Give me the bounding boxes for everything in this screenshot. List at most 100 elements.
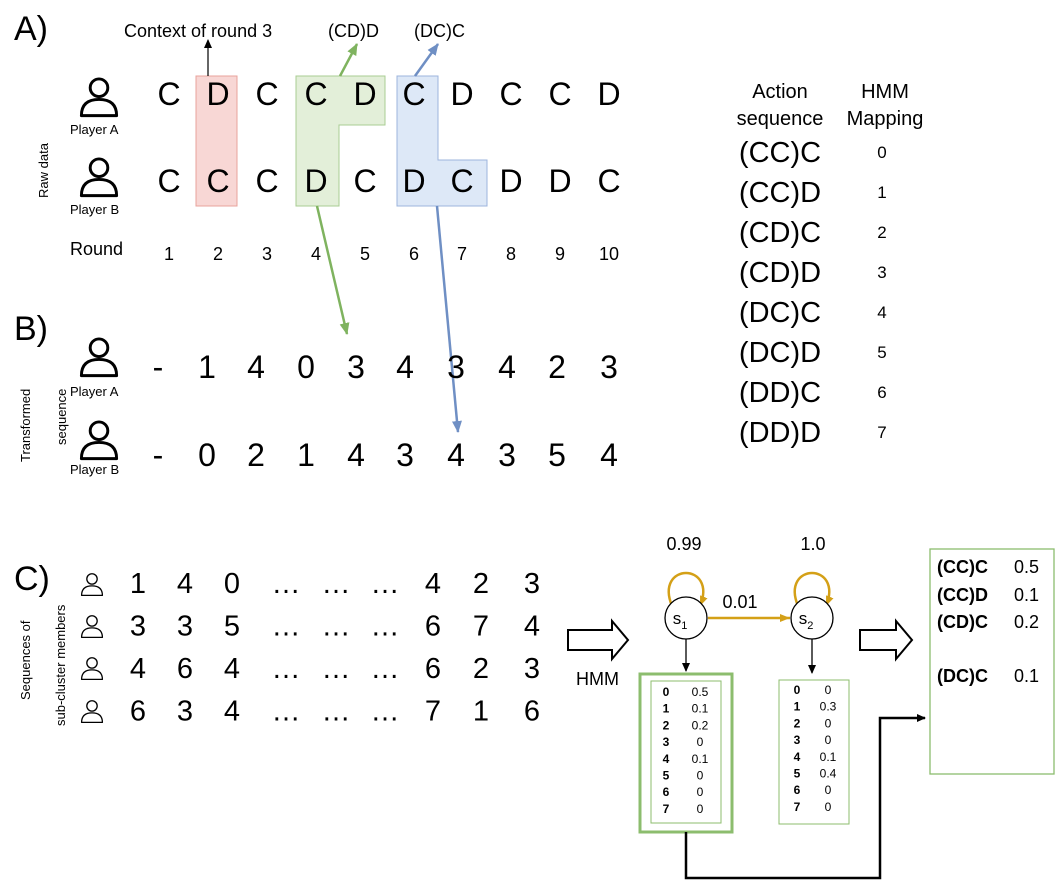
panel-a: A) Context of round 3 (CD)D (DC)C Raw da… bbox=[14, 10, 621, 433]
panel-c-label: C) bbox=[14, 560, 50, 598]
transformed-value-a: 1 bbox=[198, 349, 216, 385]
mapping-index: 3 bbox=[877, 263, 886, 282]
panel-b-label: B) bbox=[14, 310, 48, 348]
sequence-value: … bbox=[322, 568, 351, 600]
member-icon bbox=[80, 656, 104, 681]
cd-d-arrow bbox=[338, 43, 359, 77]
mapping-index: 4 bbox=[877, 303, 886, 322]
transformed-value-b: 0 bbox=[198, 437, 216, 473]
sequence-value: 6 bbox=[130, 696, 146, 728]
raw-action-b: D bbox=[304, 163, 327, 199]
emission-prob: 0 bbox=[825, 800, 832, 814]
sequence-value: … bbox=[322, 696, 351, 728]
result-box bbox=[929, 548, 1055, 775]
emission-prob: 0 bbox=[697, 735, 704, 749]
sequence-value: … bbox=[322, 653, 351, 685]
header-hmm-line1: HMM bbox=[861, 81, 909, 103]
emission-prob: 0 bbox=[825, 683, 832, 697]
raw-action-b: C bbox=[206, 163, 229, 199]
round-number: 4 bbox=[311, 244, 321, 264]
raw-action-a: C bbox=[255, 76, 278, 112]
sequences-label-line2: sub-cluster members bbox=[53, 604, 68, 726]
cd-d-annotation: (CD)D bbox=[328, 21, 379, 41]
emission-state: 5 bbox=[663, 769, 670, 783]
sequence-value: 6 bbox=[425, 653, 441, 685]
s2-self-loop bbox=[793, 571, 834, 607]
sequence-value: 6 bbox=[425, 611, 441, 643]
emission-prob: 0.5 bbox=[692, 685, 709, 699]
player-a-icon bbox=[79, 77, 119, 118]
state-s2 bbox=[790, 596, 834, 640]
emission-prob: 0.4 bbox=[820, 767, 837, 781]
emission-prob: 0.1 bbox=[820, 750, 837, 764]
blue-map-arrow bbox=[435, 205, 462, 433]
emission-box-s1-inner bbox=[650, 680, 722, 824]
transformed-label-line2: sequence bbox=[54, 389, 69, 445]
player-a-label-b: Player A bbox=[70, 384, 119, 399]
transformed-label-line1: Transformed bbox=[18, 389, 33, 462]
raw-action-a: C bbox=[402, 76, 425, 112]
sequence-value: 1 bbox=[130, 568, 146, 600]
result-prob: 0.1 bbox=[1014, 666, 1039, 686]
sequence-value: 4 bbox=[524, 611, 540, 643]
dc-c-highlight-box bbox=[396, 75, 488, 207]
mapping-index: 0 bbox=[877, 143, 886, 162]
result-prob: 0.2 bbox=[1014, 612, 1039, 632]
raw-action-a: C bbox=[157, 76, 180, 112]
transformed-value-b: 4 bbox=[600, 437, 618, 473]
sequence-value: 3 bbox=[177, 696, 193, 728]
header-action-line1: Action bbox=[752, 81, 808, 103]
emission-prob: 0.2 bbox=[692, 718, 709, 732]
raw-action-a: D bbox=[353, 76, 376, 112]
transformed-value-a: 4 bbox=[247, 349, 265, 385]
hmm-label: HMM bbox=[576, 669, 619, 689]
sequence-value: 5 bbox=[224, 611, 240, 643]
transformed-value-b: 3 bbox=[396, 437, 414, 473]
raw-action-a: D bbox=[597, 76, 620, 112]
transformed-value-b: 4 bbox=[347, 437, 365, 473]
sequence-value: 4 bbox=[224, 696, 240, 728]
round-number: 3 bbox=[262, 244, 272, 264]
emission-state: 0 bbox=[663, 685, 670, 699]
emission-state: 6 bbox=[794, 783, 801, 797]
round-number: 6 bbox=[409, 244, 419, 264]
mapping-index: 2 bbox=[877, 223, 886, 242]
mapping-index: 6 bbox=[877, 383, 886, 402]
round-number: 8 bbox=[506, 244, 516, 264]
result-sequence: (CC)C bbox=[937, 557, 988, 577]
sequence-value: 0 bbox=[224, 568, 240, 600]
emission-prob: 0 bbox=[697, 769, 704, 783]
emission-state: 5 bbox=[794, 767, 801, 781]
raw-action-a: C bbox=[499, 76, 522, 112]
raw-action-b: C bbox=[450, 163, 473, 199]
s2-self-prob: 1.0 bbox=[800, 534, 825, 554]
sequence-value: 3 bbox=[177, 611, 193, 643]
member-icon bbox=[80, 699, 104, 724]
emission-prob: 0 bbox=[697, 802, 704, 816]
raw-action-a: D bbox=[206, 76, 229, 112]
mapping-index: 7 bbox=[877, 423, 886, 442]
mapping-sequence: (DC)C bbox=[739, 297, 821, 329]
header-hmm-line2: Mapping bbox=[847, 108, 924, 130]
header-action-line2: sequence bbox=[737, 108, 824, 130]
emission-state: 6 bbox=[663, 785, 670, 799]
sequence-value: 7 bbox=[473, 611, 489, 643]
mapping-index: 5 bbox=[877, 343, 886, 362]
hmm-arrow bbox=[567, 618, 630, 662]
dc-c-annotation: (DC)C bbox=[414, 21, 465, 41]
result-sequence: (CC)D bbox=[937, 585, 988, 605]
transformed-value-a: 3 bbox=[447, 349, 465, 385]
emission-prob: 0 bbox=[825, 733, 832, 747]
sequence-value: 6 bbox=[524, 696, 540, 728]
transformed-value-b: - bbox=[153, 437, 164, 473]
emission-prob: 0.1 bbox=[692, 702, 709, 716]
mapping-index: 1 bbox=[877, 183, 886, 202]
round-number: 10 bbox=[599, 244, 619, 264]
